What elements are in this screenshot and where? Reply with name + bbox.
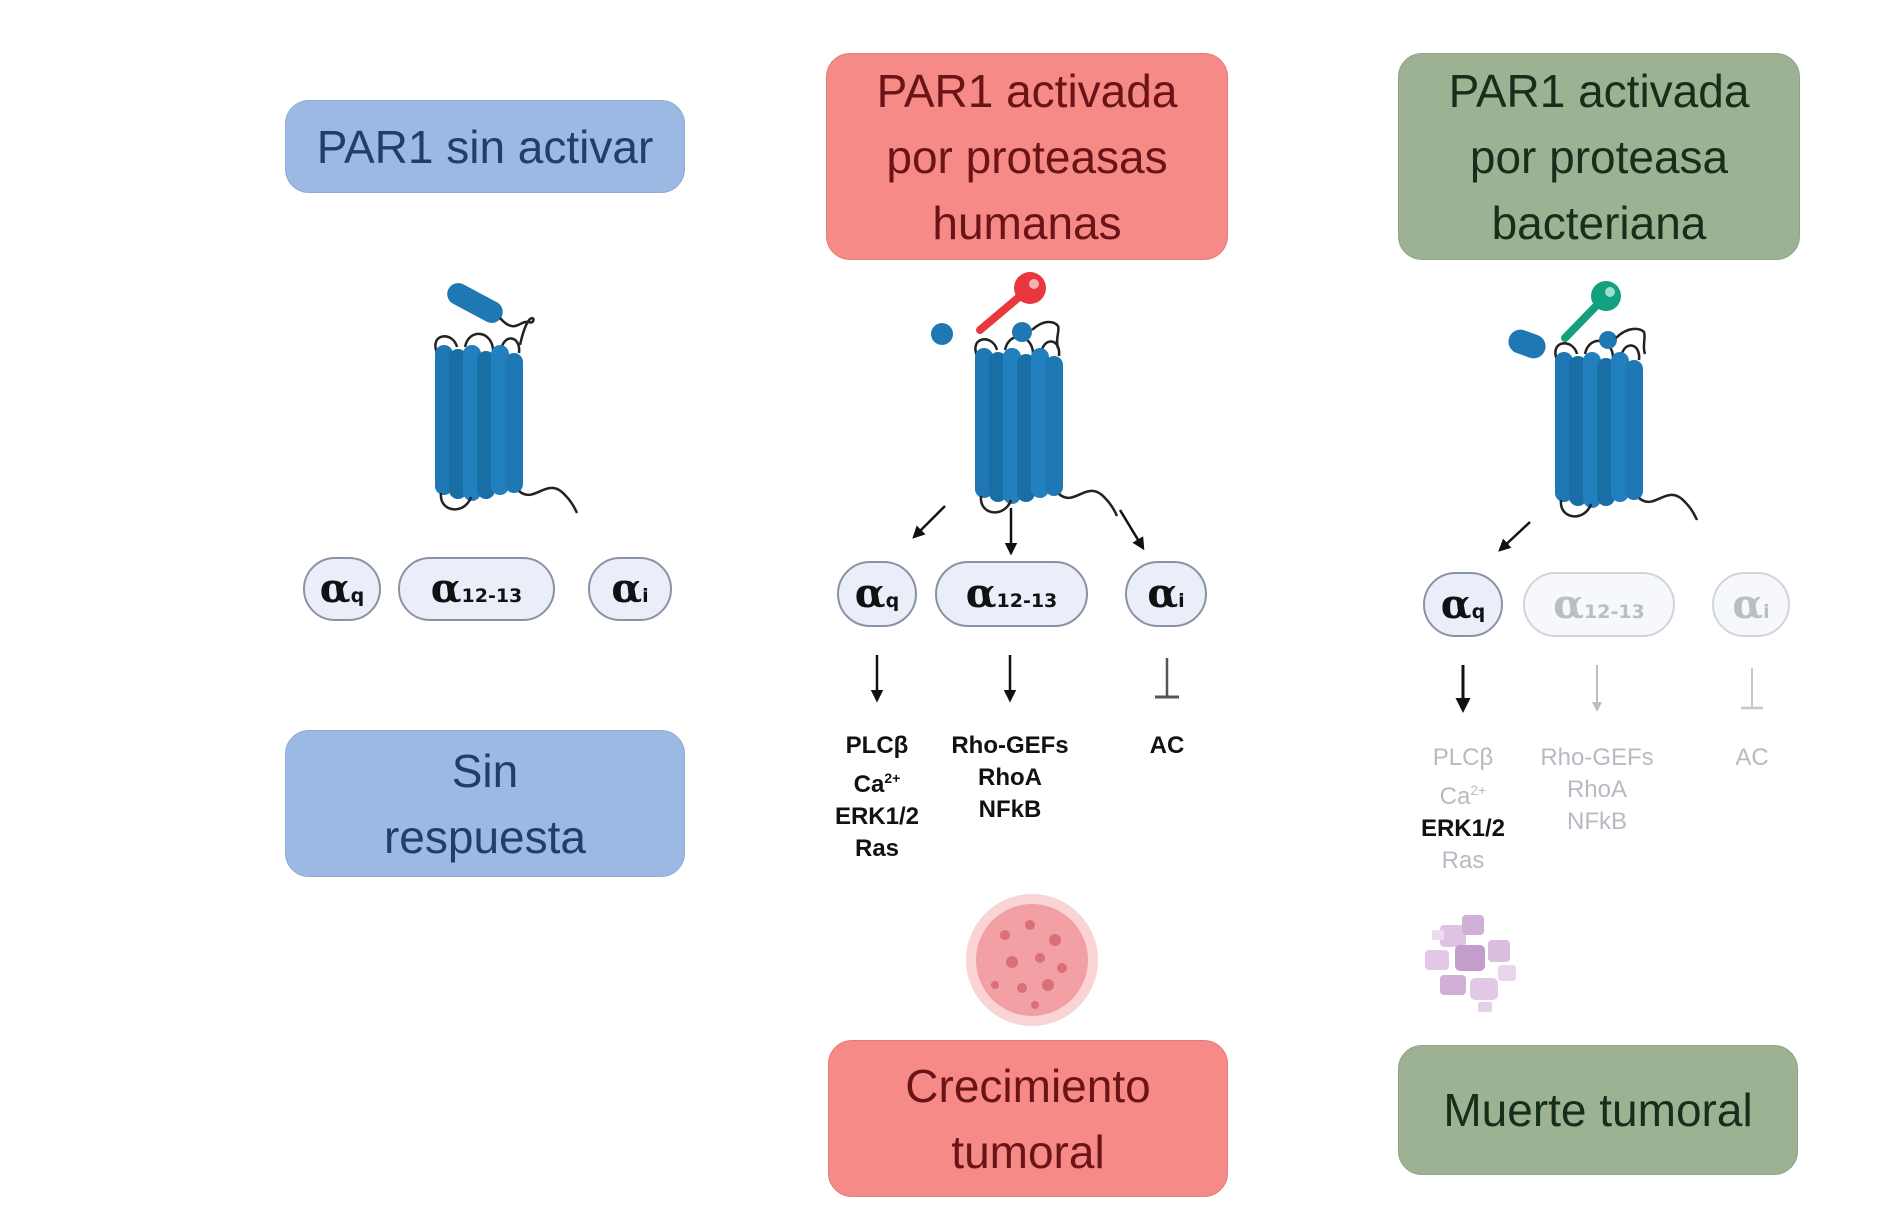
cleaved-fragment-icon: [931, 323, 953, 345]
header-bacterial-protease: PAR1 activada por proteasa bacteriana: [1398, 53, 1800, 260]
effector-inactive: NFkB: [1567, 808, 1627, 835]
alpha-symbol: α: [1147, 570, 1179, 617]
outcome-line: Crecimiento: [905, 1059, 1151, 1112]
header-line: por proteasa: [1469, 130, 1729, 183]
header-line: PAR1 activada: [876, 64, 1178, 117]
effector-inactive: RhoA: [1566, 776, 1628, 803]
tethered-ligand-icon: [1599, 331, 1617, 349]
outcome-line: Sin: [451, 744, 519, 797]
effector-inactive: Rho-GEFs: [1540, 744, 1654, 771]
dead-tumor-cell-icon: [1425, 915, 1516, 1012]
effector: Ras: [854, 835, 900, 862]
subscript: i: [1178, 590, 1185, 612]
alpha-symbol: α: [965, 570, 997, 617]
subscript: 12-13: [1584, 600, 1645, 623]
outcome-tumor-death: Muerte tumoral: [1398, 1045, 1798, 1175]
effector: AC: [1149, 732, 1185, 759]
subscript: i: [642, 585, 649, 607]
receptor-unactivated-icon: [433, 283, 579, 515]
subscript: 12-13: [461, 585, 523, 607]
effectors-aq: PLCβ Ca2+ ERK1/2 Ras: [807, 730, 947, 865]
effector-active: ERK1/2: [1420, 815, 1506, 842]
outcome-line: respuesta: [383, 810, 586, 863]
outcome-tumor-growth: Crecimiento tumoral: [828, 1040, 1228, 1197]
outcome-no-response: Sin respuesta: [285, 730, 685, 877]
inhibit-ai-ac-faded-icon: [1741, 668, 1763, 710]
header-line: PAR1 activada: [1448, 64, 1750, 117]
alpha-symbol: α: [319, 565, 351, 612]
alpha-symbol: α: [854, 570, 886, 617]
protease-key-green-icon: [1561, 281, 1621, 342]
header-line: humanas: [932, 196, 1122, 249]
effector: ERK1/2: [834, 803, 920, 830]
effectors-aq: PLCβ Ca2+ ERK1/2 Ras: [1393, 742, 1533, 877]
inhibit-ai-ac-icon: [1155, 658, 1179, 699]
effector: RhoA: [978, 764, 1042, 791]
receptor-human-activated-icon: [931, 272, 1119, 518]
effector-text: Ca: [853, 771, 885, 798]
alpha-symbol: α: [611, 565, 643, 612]
effector-inactive: Ras: [1441, 847, 1485, 874]
outcome-line: Muerte tumoral: [1443, 1084, 1753, 1136]
arrow-to-aq: [912, 505, 946, 539]
effectors-ai: AC: [1097, 730, 1237, 762]
subscript: q: [1471, 600, 1486, 623]
alpha-symbol: α: [1440, 580, 1472, 628]
subscript: 12-13: [996, 590, 1058, 612]
arrow-to-aq: [1498, 521, 1531, 552]
subscript: q: [885, 590, 900, 612]
tethered-ligand-icon: [447, 283, 503, 323]
effectors-a12-13: Rho-GEFs RhoA NFkB: [940, 730, 1080, 826]
effector-inactive: PLCβ: [1432, 744, 1494, 771]
header-line: bacteriana: [1491, 196, 1707, 249]
header-human-protease: PAR1 activada por proteasas humanas: [826, 53, 1228, 260]
effector-inactive: Ca2+: [1393, 774, 1533, 813]
superscript: 2+: [1470, 782, 1487, 798]
effector: NFkB: [978, 796, 1042, 823]
header-line: PAR1 sin activar: [316, 120, 654, 173]
receptor-bacterial-activated-icon: [1508, 281, 1699, 522]
arrow-to-ai: [1118, 509, 1145, 551]
effector: Rho-GEFs: [951, 732, 1069, 759]
effector-inactive: AC: [1735, 744, 1769, 771]
alpha-symbol: α: [1553, 580, 1584, 628]
effector: PLCβ: [845, 732, 909, 759]
protease-key-red-icon: [976, 272, 1046, 334]
effector-text: Ca: [1439, 783, 1471, 810]
cleaved-fragment-icon: [1508, 329, 1546, 359]
alpha-symbol: α: [430, 565, 462, 612]
tethered-ligand-icon: [1012, 322, 1032, 342]
effector: Ca2+: [807, 762, 947, 801]
effectors-ai-inactive: AC: [1682, 742, 1822, 774]
subscript: i: [1763, 600, 1770, 623]
alpha-symbol: α: [1732, 580, 1764, 628]
header-unactivated: PAR1 sin activar: [285, 100, 685, 193]
effectors-a12-13-inactive: Rho-GEFs RhoA NFkB: [1527, 742, 1667, 838]
subscript: q: [350, 585, 365, 607]
outcome-line: tumoral: [951, 1125, 1105, 1178]
tumor-cell-icon: [966, 894, 1098, 1026]
superscript: 2+: [884, 770, 901, 786]
header-line: por proteasas: [886, 130, 1168, 183]
